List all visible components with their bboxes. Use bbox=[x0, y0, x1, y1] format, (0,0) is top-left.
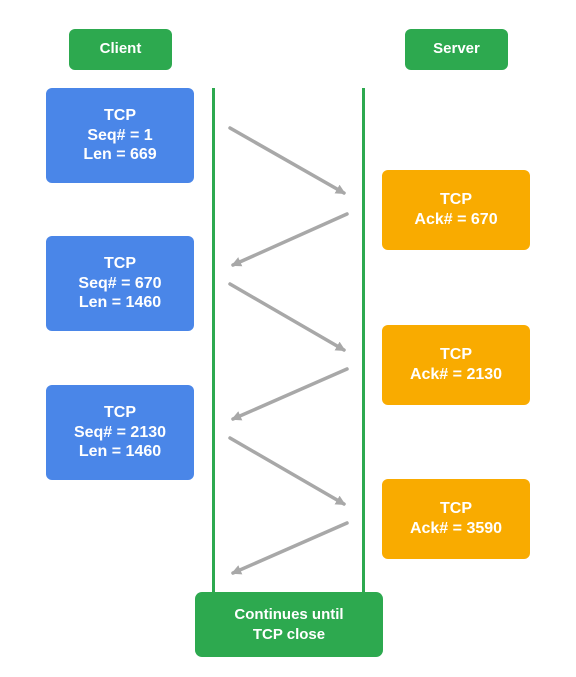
client-timeline bbox=[212, 88, 215, 596]
client-packet-1-seq: Seq# = 1 bbox=[87, 126, 153, 144]
server-timeline bbox=[362, 88, 365, 596]
server-ack-3-protocol: TCP bbox=[440, 500, 472, 518]
server-ack-2-protocol: TCP bbox=[440, 346, 472, 364]
server-ack-2-ack: Ack# = 2130 bbox=[409, 366, 503, 383]
client-packet-3-protocol: TCP bbox=[104, 404, 136, 422]
client-packet-2-len: Len = 1460 bbox=[78, 294, 162, 312]
arrow-server-to-client-2 bbox=[231, 367, 349, 421]
footer-line-1: Continues until bbox=[234, 606, 344, 623]
arrow-client-to-server-1 bbox=[228, 126, 346, 195]
server-ack-1: TCP Ack# = 670 bbox=[382, 170, 530, 250]
client-packet-2-seq: Seq# = 670 bbox=[78, 274, 162, 292]
arrow-server-to-client-3 bbox=[231, 521, 349, 575]
client-packet-1: TCP Seq# = 1 Len = 669 bbox=[46, 88, 194, 183]
client-packet-2-protocol: TCP bbox=[104, 255, 136, 273]
server-ack-3-ack: Ack# = 3590 bbox=[409, 520, 503, 537]
client-packet-1-len: Len = 669 bbox=[83, 146, 157, 164]
arrow-client-to-server-2 bbox=[228, 282, 346, 352]
continues-until-close-box: Continues until TCP close bbox=[195, 592, 383, 657]
client-label: Client bbox=[69, 29, 172, 70]
server-label-text: Server bbox=[433, 40, 480, 58]
footer-line-2: TCP close bbox=[252, 625, 326, 643]
server-ack-2: TCP Ack# = 2130 bbox=[382, 325, 530, 405]
arrow-client-to-server-3 bbox=[228, 436, 346, 506]
server-ack-1-ack: Ack# = 670 bbox=[414, 211, 498, 228]
client-packet-3-seq: Seq# = 2130 bbox=[73, 423, 167, 441]
client-label-text: Client bbox=[99, 40, 142, 58]
client-packet-3-len: Len = 1460 bbox=[78, 443, 162, 461]
client-packet-2: TCP Seq# = 670 Len = 1460 bbox=[46, 236, 194, 331]
server-ack-3: TCP Ack# = 3590 bbox=[382, 479, 530, 559]
client-packet-1-protocol: TCP bbox=[104, 107, 136, 125]
client-packet-3: TCP Seq# = 2130 Len = 1460 bbox=[46, 385, 194, 480]
server-ack-1-protocol: TCP bbox=[440, 191, 472, 209]
arrow-server-to-client-1 bbox=[231, 212, 349, 267]
server-label: Server bbox=[405, 29, 508, 70]
